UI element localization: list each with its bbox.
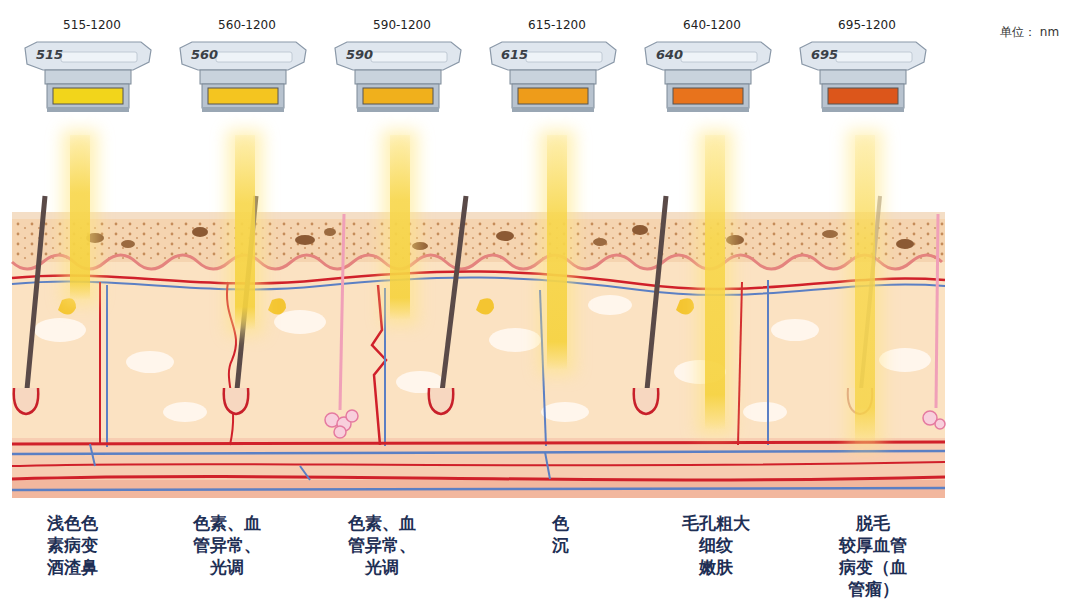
- hair: [676, 298, 694, 314]
- sweat-gland: [936, 214, 938, 408]
- vessels: [90, 444, 550, 480]
- epidermis: [12, 212, 945, 269]
- wavelength-range: 560-1200: [178, 18, 316, 32]
- light-beam: [62, 130, 883, 450]
- dermis: [274, 310, 326, 334]
- filter-number: 615: [501, 47, 528, 62]
- pigment: [496, 231, 514, 241]
- pigment: [86, 225, 914, 250]
- pigment: [324, 228, 336, 236]
- filter-number: 640: [656, 47, 683, 62]
- hair: [26, 196, 45, 400]
- filter-number: 560: [191, 47, 218, 62]
- dermis: [489, 328, 541, 352]
- dermis: [771, 319, 819, 341]
- light-beam: [847, 130, 883, 450]
- wavelength-range: 515-1200: [23, 18, 161, 32]
- vessels: [12, 271, 945, 498]
- light-beam: [62, 130, 98, 305]
- hair: [224, 388, 249, 414]
- dermis: [541, 402, 589, 422]
- light-beam: [547, 135, 567, 370]
- vessels: [12, 477, 945, 480]
- hair: [14, 196, 880, 414]
- hair: [268, 298, 286, 314]
- vessels: [12, 271, 945, 289]
- light-beam: [697, 130, 733, 435]
- pigment: [632, 225, 648, 235]
- wavelength-range: 615-1200: [488, 18, 626, 32]
- pigment: [593, 238, 607, 246]
- indication-caption: 色素、血 管异常、 光调: [193, 512, 261, 578]
- hair: [441, 196, 466, 400]
- dermis: [12, 212, 945, 498]
- filter-number: 515: [36, 47, 63, 62]
- indication-caption: 色 沉: [552, 512, 569, 556]
- filter-head: 560-1200 560: [178, 18, 316, 118]
- light-beam: [382, 130, 418, 325]
- hair: [476, 298, 494, 314]
- filter-number: 695: [811, 47, 838, 62]
- vessels: [12, 442, 945, 444]
- vessels: [767, 280, 769, 445]
- indication-caption: 浅色色 素病变 酒渣鼻: [47, 512, 98, 578]
- sweat-gland: [334, 426, 346, 438]
- light-beam: [705, 135, 725, 430]
- indication-caption: 毛孔粗大 细纹 嫩肤: [682, 512, 750, 578]
- wavelength-range: 695-1200: [798, 18, 936, 32]
- vessels: [12, 438, 945, 498]
- pigment: [121, 240, 135, 248]
- vessels: [12, 451, 945, 454]
- unit-label: 单位： nm: [1000, 24, 1059, 41]
- dermis: [743, 402, 787, 422]
- vessels: [99, 282, 101, 445]
- hair: [429, 388, 454, 414]
- pigment: [896, 239, 914, 249]
- sweat-gland: [346, 410, 358, 422]
- pigment: [295, 235, 315, 245]
- epidermis: [12, 255, 942, 269]
- vessels: [12, 462, 945, 466]
- dermis: [12, 212, 945, 498]
- light-beam: [390, 135, 410, 320]
- light-beam: [227, 130, 263, 335]
- indication-caption: 色素、血 管异常、 光调: [348, 512, 416, 578]
- light-beam: [855, 135, 875, 445]
- filter-head: 695-1200 695: [798, 18, 936, 118]
- wavelength-range: 590-1200: [333, 18, 471, 32]
- filter-number: 590: [346, 47, 373, 62]
- filter-head: 590-1200 590: [333, 18, 471, 118]
- dermis: [34, 318, 86, 342]
- vessels: [738, 282, 742, 445]
- hair: [646, 196, 666, 400]
- filter-head: 615-1200 615: [488, 18, 626, 118]
- vessels: [12, 488, 945, 490]
- pigment: [822, 230, 838, 238]
- dermis: [588, 295, 632, 315]
- vessels: [12, 480, 945, 498]
- light-beam: [539, 130, 575, 375]
- filter-head: 515-1200 515: [23, 18, 161, 118]
- dermis: [126, 351, 174, 373]
- hair: [634, 388, 659, 414]
- sweat-gland: [340, 214, 344, 410]
- dermis: [163, 402, 207, 422]
- indication-caption: 脱毛 较厚血管 病变（血 管瘤）: [839, 512, 907, 600]
- light-beam: [235, 135, 255, 330]
- sweat-gland: [935, 419, 945, 429]
- filter-head: 640-1200 640: [643, 18, 781, 118]
- light-beam: [70, 135, 90, 300]
- hair: [14, 388, 39, 414]
- wavelength-range: 640-1200: [643, 18, 781, 32]
- epidermis: [12, 212, 945, 219]
- dermis: [879, 348, 931, 372]
- vessels: [12, 277, 945, 295]
- pigment: [192, 227, 208, 237]
- vessels: [106, 285, 108, 447]
